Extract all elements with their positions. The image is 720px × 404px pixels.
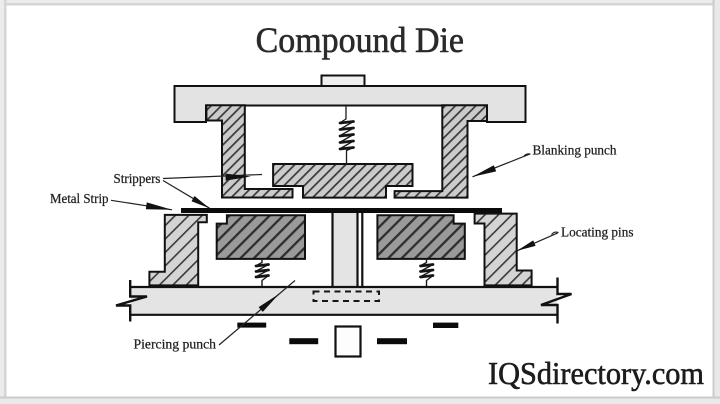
svg-text:Strippers: Strippers <box>114 171 161 186</box>
svg-text:Compound Die: Compound Die <box>256 20 464 60</box>
svg-text:Locating pins: Locating pins <box>561 225 634 240</box>
svg-text:IQSdirectory.com: IQSdirectory.com <box>488 355 704 391</box>
svg-text:Blanking punch: Blanking punch <box>533 144 617 159</box>
svg-text:Metal Strip: Metal Strip <box>50 192 109 207</box>
svg-text:Piercing punch: Piercing punch <box>134 338 217 353</box>
